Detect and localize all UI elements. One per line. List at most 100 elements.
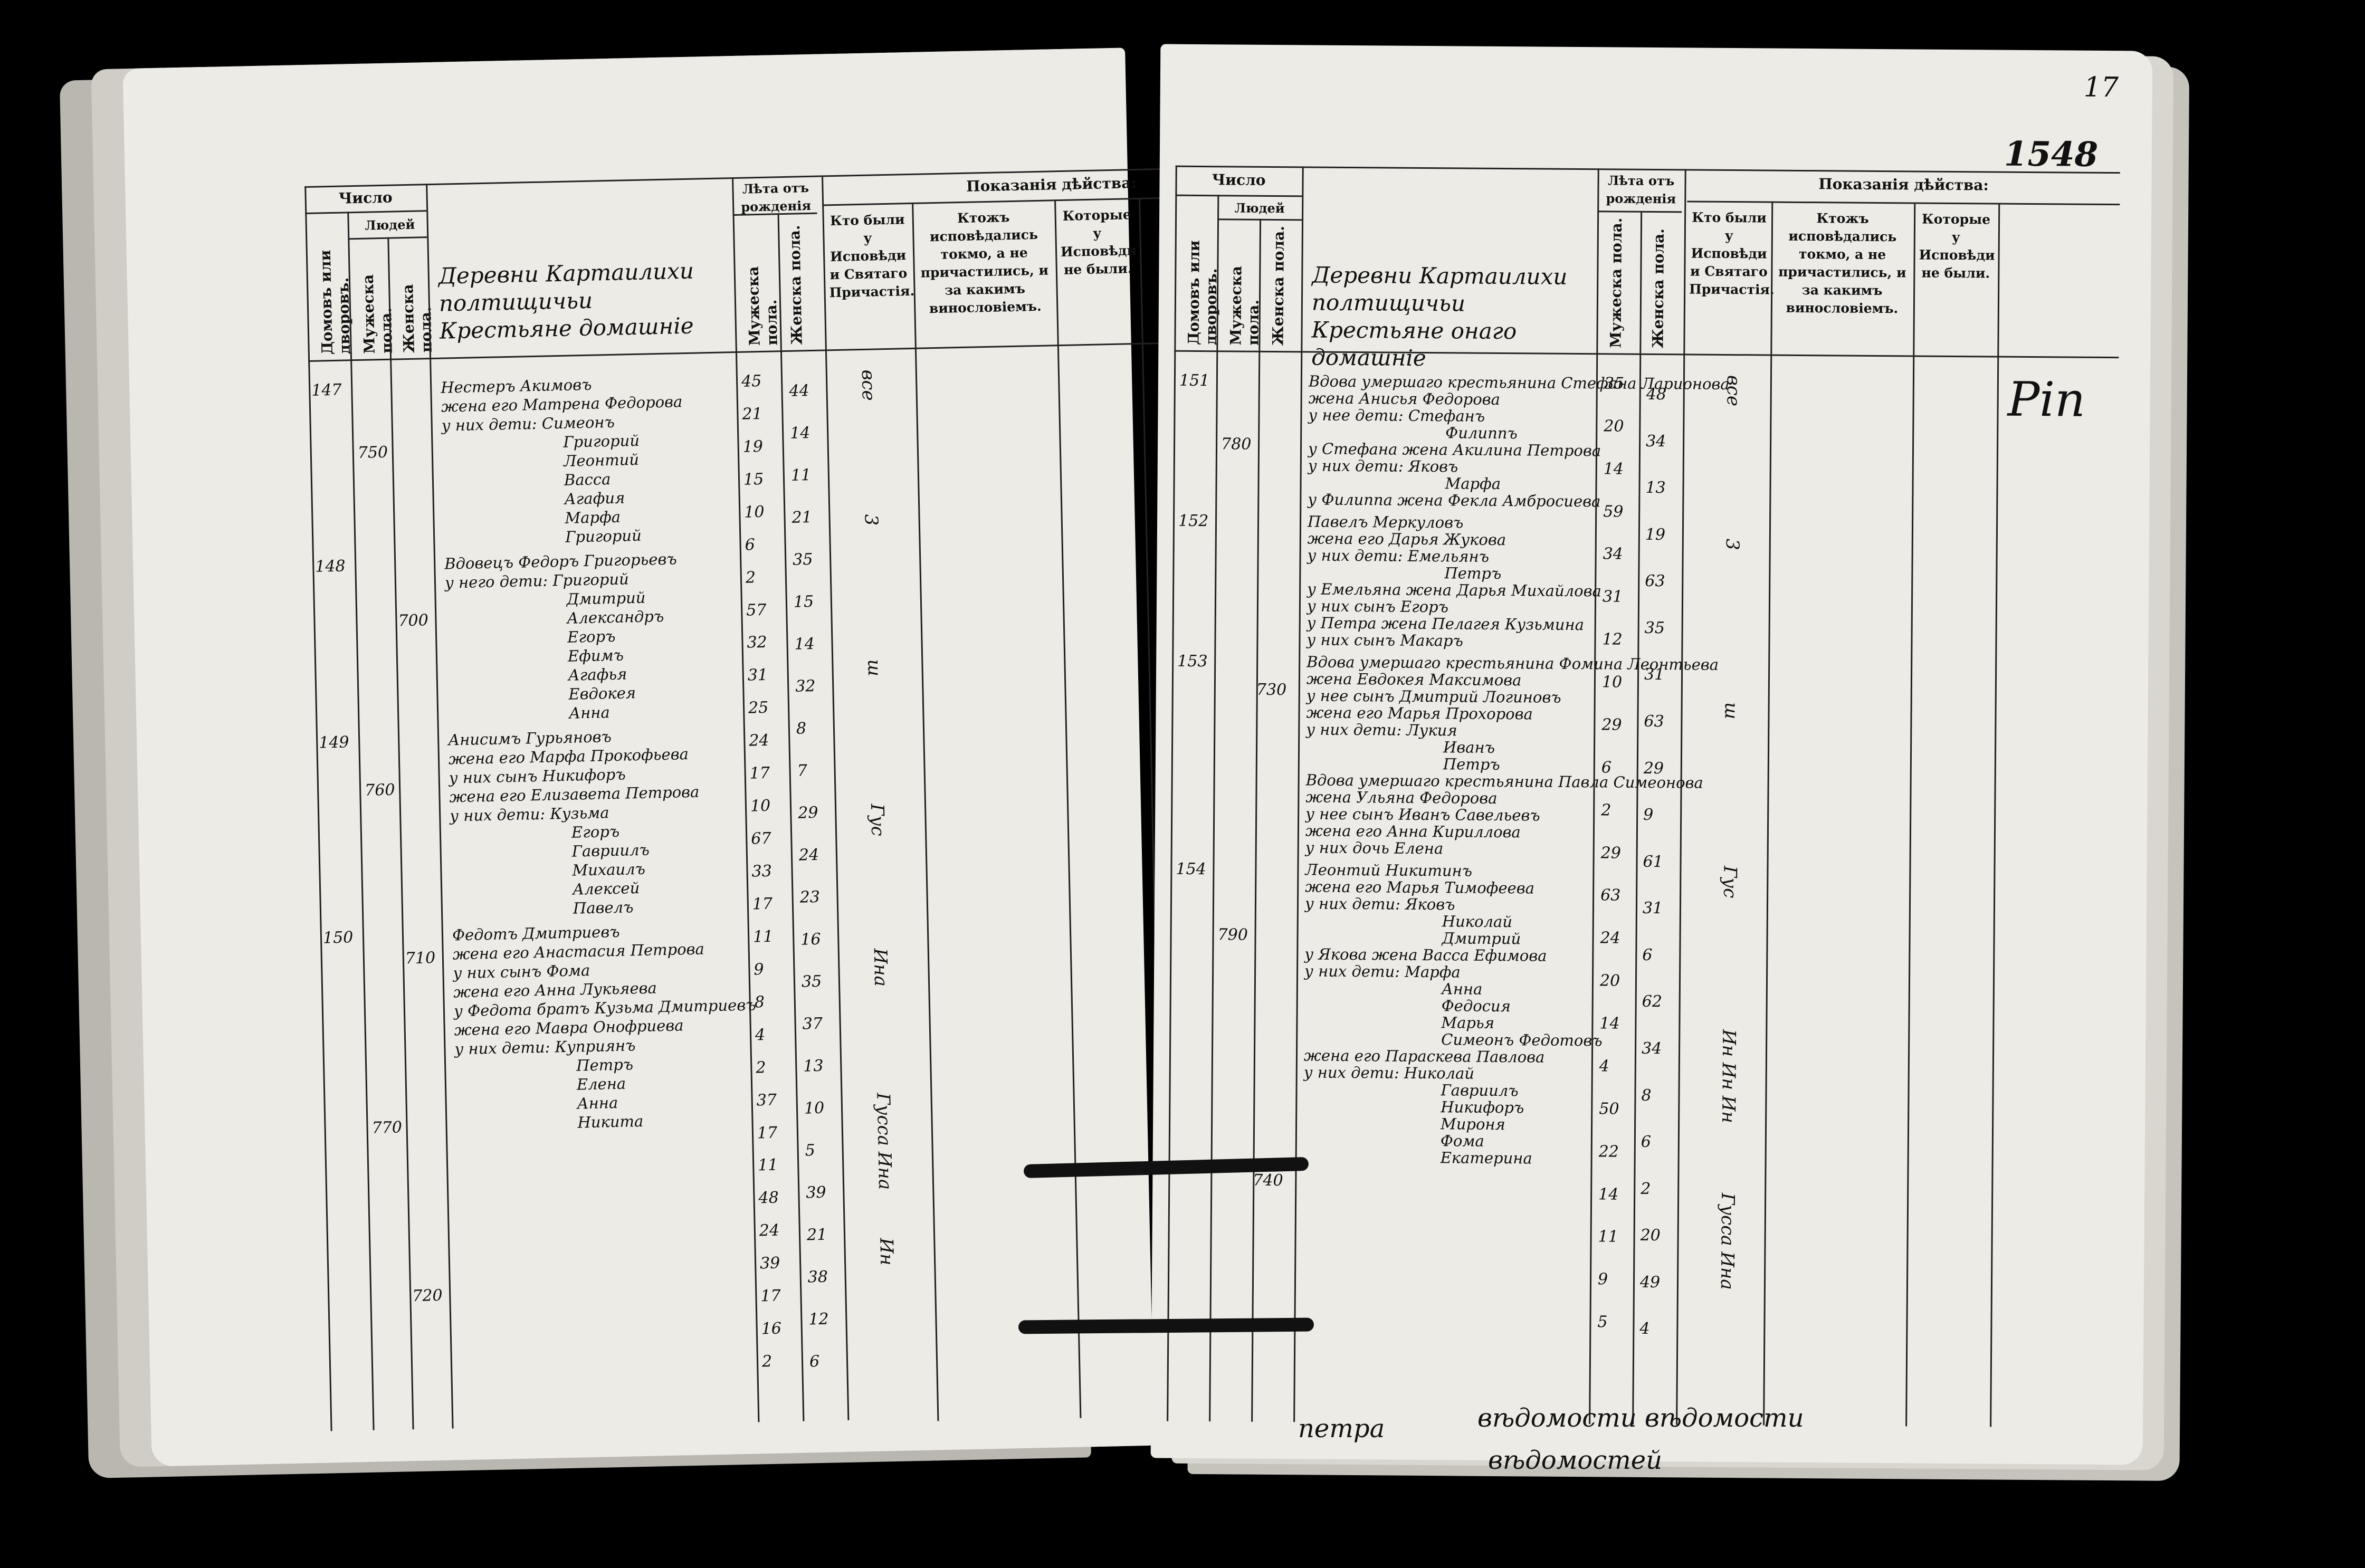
male-age: 24 [759, 1221, 780, 1240]
male-age: 2 [756, 1058, 766, 1077]
household-entry-line: у них сынъ Никифоръ [449, 765, 626, 787]
col-line [1905, 202, 1916, 1427]
male-age: 32 [747, 633, 768, 652]
household-entry-line: у них дети: Куприянъ [454, 1036, 636, 1058]
female-age: 10 [804, 1098, 825, 1118]
household-entry-line: жена его Анастасия Петрова [452, 940, 705, 963]
household-entry-line: Агафия [564, 489, 625, 508]
male-age: 9 [1597, 1270, 1608, 1289]
confession-mark: Гус [1719, 865, 1741, 898]
kto2-header: Ктожъ исповѣдались токмо, а не причастил… [1778, 211, 1906, 317]
leta-muzh-header: Мужеска пола. [744, 266, 781, 346]
zhen-header: Женска пола. [1269, 225, 1288, 346]
male-age: 17 [757, 1123, 778, 1143]
male-age: 21 [742, 404, 762, 424]
household-number: 150 [322, 928, 354, 948]
household-entry-line: Федотъ Дмитриевъ [452, 922, 620, 944]
left-names-column [122, 47, 1125, 69]
lyudey-header: Людей [1234, 200, 1285, 216]
household-entry-line: Марья [1441, 1014, 1495, 1032]
male-age: 17 [749, 763, 770, 783]
right-page: Число Людей Домовъ или дворовъ. Мужеска … [1150, 44, 2153, 1465]
household-entry-line: у него дети: Григорий [444, 570, 630, 592]
male-age: 29 [1600, 844, 1622, 863]
male-age: 5 [1597, 1313, 1608, 1332]
lyudey-header: Людей [365, 216, 415, 233]
male-age: 59 [1603, 502, 1624, 521]
household-entry-line: жена его Марфа Прокофьева [448, 745, 689, 768]
confession-mark: 3 [1721, 538, 1743, 550]
kto3-header: Которые у Исповѣди не были. [1919, 211, 1995, 281]
household-entry-line: жена его Анна Кириллова [1305, 821, 1521, 842]
male-age: 34 [1603, 544, 1623, 563]
household-entry-line: жена Евдокея Максимова [1306, 670, 1522, 690]
female-age: 8 [796, 719, 807, 738]
col-line [347, 212, 375, 1430]
marginal-count: 700 [398, 611, 429, 630]
pokazaniya-header: Показанія дѣйства: [1818, 175, 1989, 194]
male-age: 2 [745, 568, 756, 587]
household-number: 147 [311, 380, 342, 400]
female-age: 21 [791, 508, 813, 527]
male-age: 22 [1598, 1142, 1619, 1161]
left-page-title: Деревни Картаилихи полтищичьи Крестьяне … [438, 257, 694, 344]
female-age: 15 [793, 592, 814, 611]
female-age: 29 [797, 803, 818, 823]
binding-thread [1018, 1317, 1314, 1334]
confession-mark: ш [863, 659, 885, 677]
household-number: 153 [1177, 652, 1208, 671]
col-line [1251, 218, 1262, 1422]
male-age: 37 [756, 1091, 777, 1110]
male-age: 63 [1600, 886, 1621, 905]
household-entry-line: у них дети: Емельянъ [1307, 546, 1490, 566]
female-age: 35 [792, 550, 813, 569]
male-age: 50 [1599, 1099, 1619, 1118]
household-entry-line: Иванъ [1443, 738, 1495, 757]
marginal-count: 710 [405, 949, 436, 968]
pokazaniya-rule [1687, 200, 2120, 206]
household-entry-line: жена его Матрена Федорова [441, 393, 683, 416]
male-age: 4 [1599, 1057, 1610, 1076]
female-age: 6 [809, 1352, 820, 1371]
household-entry-line: Марфа [1445, 474, 1501, 493]
female-age: 63 [1645, 571, 1665, 591]
household-entry-line: у них дети: Марфа [1304, 962, 1461, 981]
male-age: 11 [1598, 1227, 1618, 1246]
female-age: 23 [799, 887, 821, 907]
footer-left-word: петра [1298, 1414, 1385, 1443]
marginal-count: 740 [1253, 1171, 1283, 1190]
left-page: Число Людей Домовъ или дворовъ. Мужеска … [122, 47, 1279, 1467]
female-age: 62 [1642, 992, 1663, 1011]
household-entry-line: Алексей [572, 879, 640, 898]
female-age: 34 [1641, 1039, 1662, 1058]
household-entry-line: Ефимъ [567, 646, 624, 665]
household-entry-line: жена его Анна Лукьяева [453, 979, 657, 1001]
male-age: 10 [1601, 673, 1623, 692]
female-age: 24 [798, 845, 819, 865]
household-entry-line: Анисимъ Гурьяновъ [447, 728, 612, 749]
female-age: 49 [1639, 1273, 1661, 1292]
muzh-header: Мужеска пола. [1227, 265, 1262, 346]
household-entry-line: Петръ [1444, 564, 1502, 583]
household-entry-line: у них дети: Яковъ [1308, 456, 1458, 476]
confession-mark: ш [1720, 702, 1742, 720]
right-ages-columns [1160, 44, 2152, 51]
female-age: 12 [808, 1309, 829, 1329]
household-entry-line: Николай [1442, 912, 1513, 931]
dvorov-header: Домовъ или дворовъ. [1185, 240, 1220, 346]
household-entry-line: Егоръ [567, 627, 616, 646]
col-line [1763, 201, 1773, 1426]
chislo-rule [305, 210, 427, 215]
male-age: 9 [754, 960, 764, 979]
household-entry-line: Дмитрий [1442, 929, 1521, 948]
male-age: 35 [1604, 374, 1625, 393]
household-entry-line: Леонтий Никитинъ [1305, 861, 1473, 880]
male-age: 33 [751, 862, 773, 881]
male-age: 14 [1599, 1014, 1620, 1033]
col-line [1209, 195, 1219, 1422]
household-entry-line: Мироня [1440, 1115, 1505, 1134]
female-age: 21 [806, 1225, 827, 1245]
kto1-header: Кто были у Исповѣди и Святаго Причастія. [1689, 209, 1775, 298]
col-line [1167, 165, 1177, 1421]
household-entry-line: Марфа [565, 508, 621, 527]
